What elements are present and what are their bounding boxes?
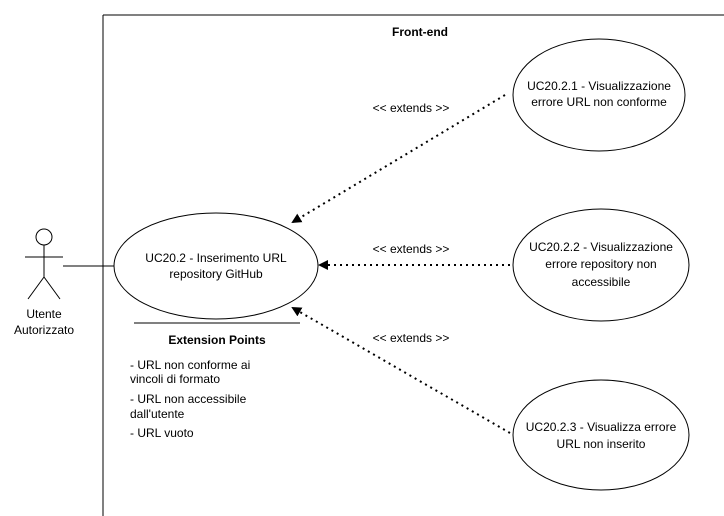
extend-label-3: << extends >> <box>373 331 450 345</box>
extension-2-line1: UC20.2.2 - Visualizzazione <box>529 240 673 254</box>
extension-point-item: dall'utente <box>130 407 185 421</box>
extension-3-line2: URL non inserito <box>557 437 646 451</box>
extension-2-line2: errore repository non <box>545 257 656 271</box>
extension-use-case-1 <box>512 38 686 152</box>
system-title: Front-end <box>392 25 448 39</box>
extension-point-item: - URL vuoto <box>130 426 194 440</box>
extend-arrow-1 <box>291 94 506 224</box>
extension-2-line3: accessibile <box>572 275 631 289</box>
main-use-case <box>113 212 319 320</box>
extension-3-line1: UC20.2.3 - Visualizza errore <box>526 420 677 434</box>
main-use-case-line2: repository GitHub <box>169 267 263 281</box>
extension-use-case-2 <box>512 208 690 322</box>
actor-figure <box>25 228 63 300</box>
actor-left-leg <box>27 276 45 300</box>
extension-point-item: - URL non accessibile <box>130 392 247 406</box>
extend-label-1: << extends >> <box>373 101 450 115</box>
extend-label-2: << extends >> <box>373 242 450 256</box>
actor-head <box>35 228 53 246</box>
extension-1-line1: UC20.2.1 - Visualizzazione <box>527 79 671 93</box>
main-use-case-line1: UC20.2 - Inserimento URL <box>145 251 287 265</box>
extension-use-case-3 <box>512 379 690 491</box>
actor-name-line2: Autorizzato <box>14 323 74 337</box>
actor-name-line1: Utente <box>26 307 62 321</box>
extension-1-line2: errore URL non conforme <box>531 95 667 109</box>
extend-arrow-3 <box>291 307 511 434</box>
extension-point-item: vincoli di formato <box>130 372 221 386</box>
extension-points-heading: Extension Points <box>168 333 266 347</box>
actor-right-leg <box>43 276 61 300</box>
extension-point-item: - URL non conforme ai <box>130 358 251 372</box>
